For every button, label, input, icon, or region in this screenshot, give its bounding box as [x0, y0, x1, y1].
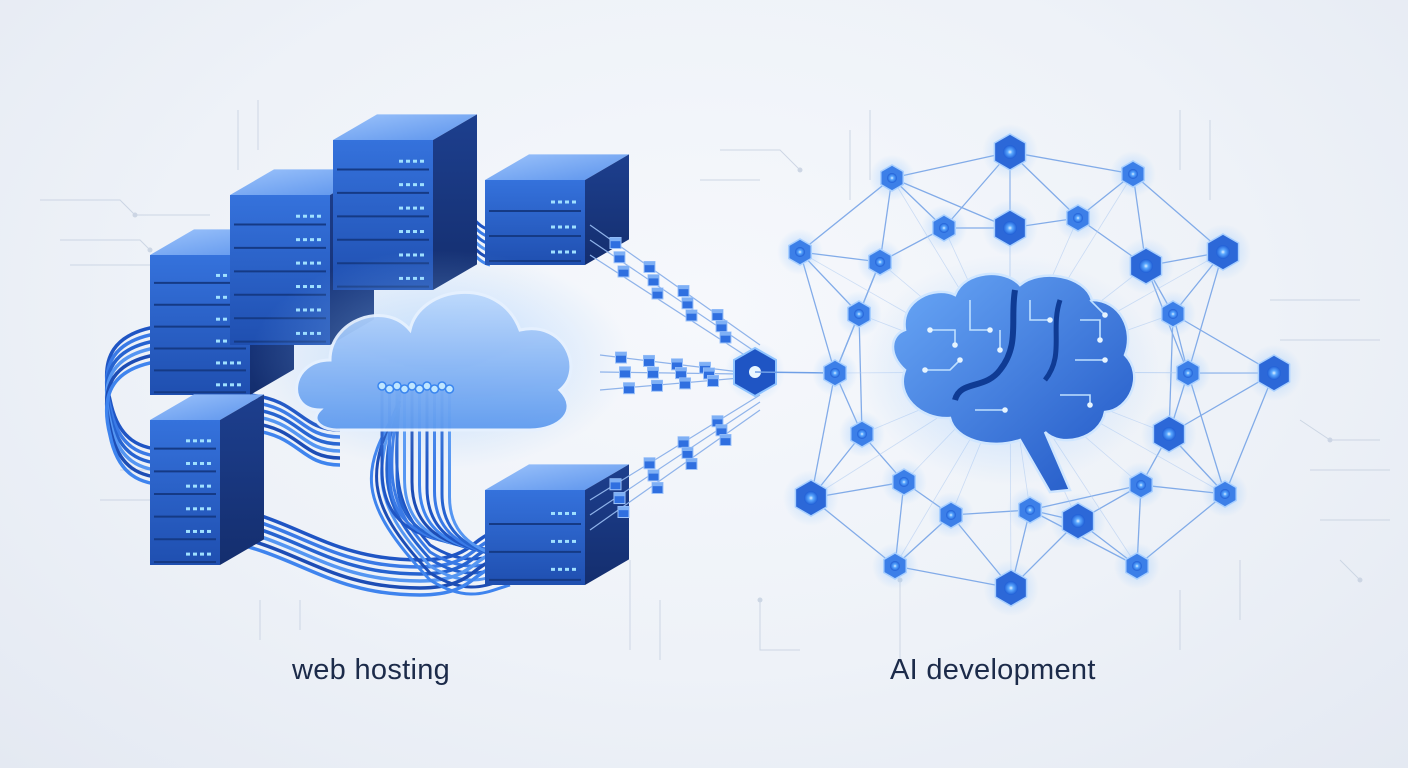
- network-node-icon: [1202, 471, 1248, 517]
- network-node-icon: [983, 560, 1039, 616]
- network-node-icon: [1118, 238, 1174, 294]
- network-node-icon: [982, 124, 1038, 180]
- network-node-icon: [928, 492, 974, 538]
- network-node-icon: [1150, 291, 1196, 337]
- network-node-icon: [1110, 151, 1156, 197]
- server-icon: [150, 394, 264, 565]
- brain-circuit-icon: [860, 255, 1160, 494]
- network-node-icon: [812, 350, 858, 396]
- network-node-icon: [1246, 345, 1302, 401]
- network-node-icon: [1007, 487, 1053, 533]
- network-node-icon: [783, 470, 839, 526]
- network-node-icon: [921, 205, 967, 251]
- network-node-icon: [1050, 493, 1106, 549]
- neural-network-icon: [754, 124, 1302, 616]
- data-packet-icon: [589, 224, 785, 531]
- cloud-icon: [250, 250, 630, 470]
- network-node-icon: [872, 543, 918, 589]
- server-icon: [485, 154, 629, 265]
- network-node-icon: [881, 459, 927, 505]
- network-node-icon: [1055, 195, 1101, 241]
- network-node-icon: [1141, 406, 1197, 462]
- network-node-icon: [869, 155, 915, 201]
- network-node-icon: [982, 200, 1038, 256]
- network-node-icon: [1165, 350, 1211, 396]
- network-node-icon: [777, 229, 823, 275]
- network-node-icon: [1195, 224, 1251, 280]
- network-node-icon: [1114, 543, 1160, 589]
- network-node-icon: [1118, 462, 1164, 508]
- ai-development-label: AI development: [890, 654, 1096, 686]
- web-hosting-label: web hosting: [292, 654, 451, 686]
- network-node-icon: [836, 291, 882, 337]
- network-node-icon: [839, 411, 885, 457]
- server-icon: [485, 464, 629, 585]
- network-node-icon: [857, 239, 903, 285]
